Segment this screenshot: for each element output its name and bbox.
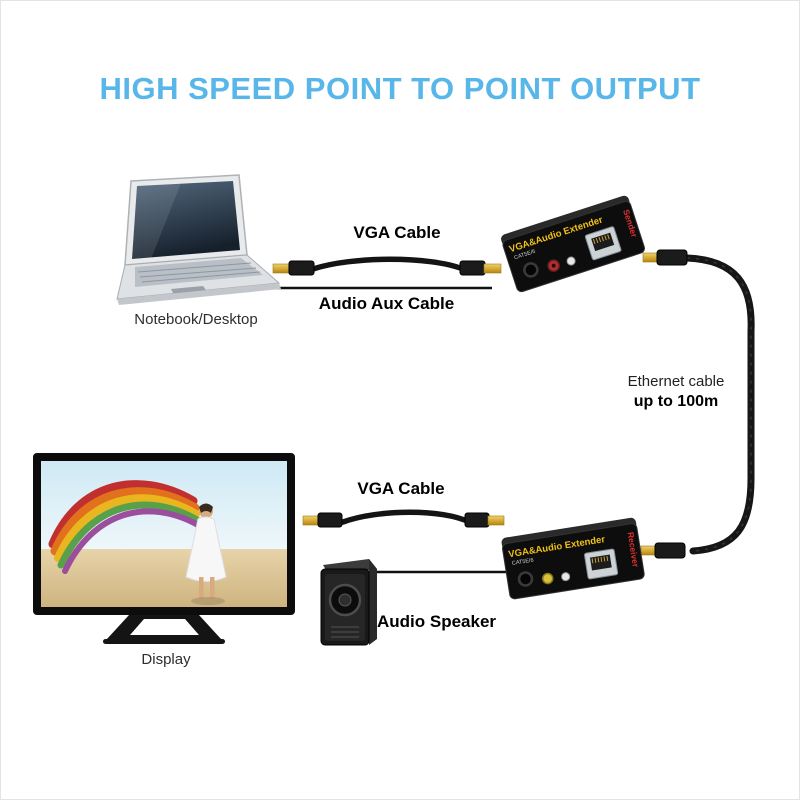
laptop-screen bbox=[132, 181, 240, 259]
laptop-illustration bbox=[116, 174, 281, 305]
speaker-illustration bbox=[320, 559, 377, 646]
audio-aux-cable-label: Audio Aux Cable bbox=[318, 294, 455, 313]
receiver-dc-port bbox=[517, 571, 534, 587]
ethernet-label-line1: Ethernet cable bbox=[627, 373, 725, 390]
notebook-label: Notebook/Desktop bbox=[134, 311, 258, 328]
receiver-model-text: CAT5E/6 bbox=[512, 558, 535, 567]
sender-audio-port-white bbox=[566, 256, 576, 266]
display-label: Display bbox=[141, 651, 191, 668]
tv-screen-photo bbox=[41, 461, 287, 607]
extender-sender: VGA&Audio Extender CAT5E/6 Sender bbox=[501, 195, 645, 293]
vga-connector-gold-tip bbox=[487, 515, 505, 526]
vga-cable-top-graphic bbox=[272, 256, 502, 276]
sender-dc-port bbox=[523, 262, 539, 278]
vga-cable-bottom-label: VGA Cable bbox=[357, 479, 445, 498]
extender-receiver: VGA&Audio Extender CAT5E/6 Receiver bbox=[501, 517, 645, 600]
vga-cable-top-label: VGA Cable bbox=[353, 223, 441, 242]
page-title: HIGH SPEED POINT TO POINT OUTPUT bbox=[99, 71, 701, 106]
audio-speaker-label: Audio Speaker bbox=[377, 612, 497, 631]
receiver-audio-port-white bbox=[561, 572, 571, 582]
vga-connector-gold-tip bbox=[483, 263, 502, 274]
tv-illustration bbox=[33, 453, 295, 644]
receiver-audio-port-yellow bbox=[541, 572, 554, 585]
vga-cable-bottom-graphic bbox=[302, 509, 505, 528]
ethernet-cable-graphic bbox=[640, 249, 755, 559]
ethernet-label-line2: up to 100m bbox=[633, 393, 719, 410]
